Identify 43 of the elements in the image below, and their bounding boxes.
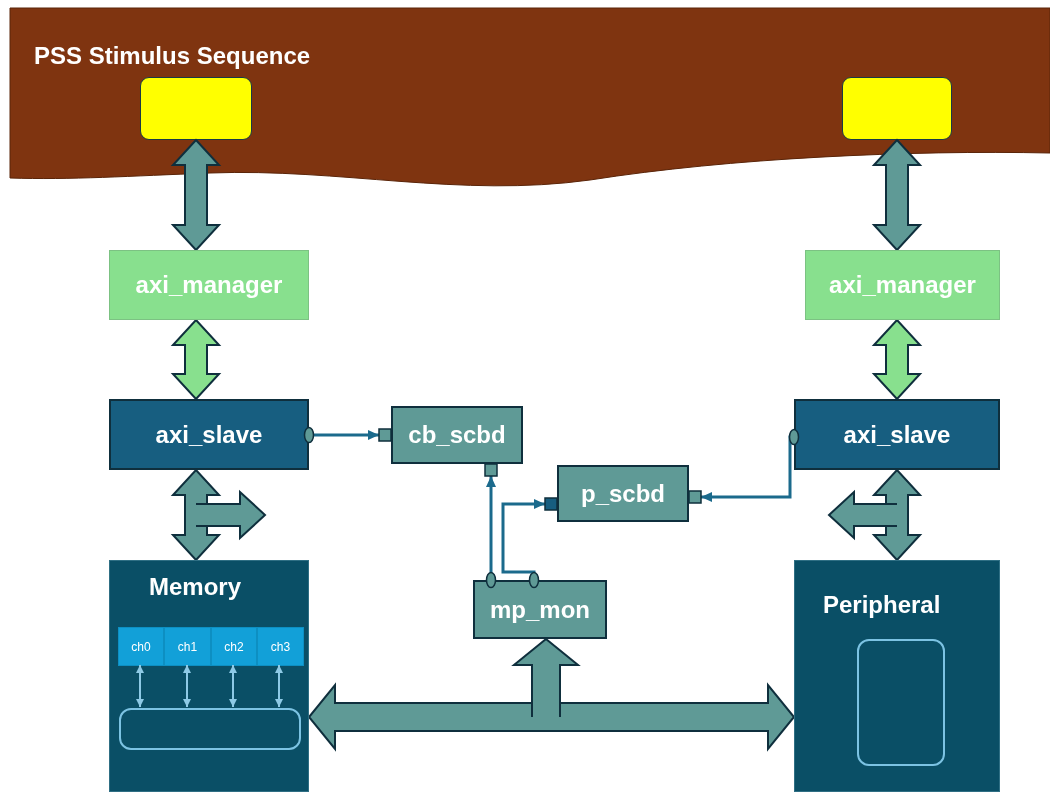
storage-block xyxy=(119,708,301,750)
sequence-block xyxy=(842,77,952,140)
block-arrow xyxy=(871,318,923,401)
channel-label: ch1 xyxy=(177,639,198,654)
component-box xyxy=(557,465,689,522)
component-box xyxy=(794,399,1000,470)
component-box xyxy=(109,399,309,470)
block-arrow xyxy=(871,138,923,252)
subsystem-panel xyxy=(109,560,309,792)
connector-arrow xyxy=(275,664,283,708)
block-arrow xyxy=(307,682,796,752)
block-arrow xyxy=(170,138,222,252)
component-label: axi_manager xyxy=(135,271,283,299)
connector-arrow xyxy=(501,497,558,589)
connector-arrow xyxy=(303,426,392,444)
connector-arrow xyxy=(136,664,144,708)
block-arrow xyxy=(195,489,267,541)
channel-label: ch2 xyxy=(224,639,244,654)
storage-block xyxy=(857,639,945,766)
sequence-block xyxy=(140,77,252,140)
component-label: Memory xyxy=(149,573,242,601)
channel-label: ch0 xyxy=(131,639,151,654)
connector-arrow xyxy=(688,428,800,504)
block-arrow xyxy=(170,318,222,401)
subsystem-panel xyxy=(794,560,1000,792)
component-label: axi_slave xyxy=(843,420,951,449)
component-label: p_scbd xyxy=(581,479,665,508)
component-label: axi_manager xyxy=(829,271,976,299)
component-box xyxy=(391,406,523,464)
component-label: axi_slave xyxy=(155,420,263,449)
sequence-title: PSS Stimulus Sequence xyxy=(34,42,311,70)
connector-arrow xyxy=(484,463,498,589)
channel-label: ch3 xyxy=(270,639,291,654)
component-box xyxy=(109,250,309,320)
component-label: Peripheral xyxy=(823,591,941,619)
component-box xyxy=(473,580,607,639)
block-arrow xyxy=(511,637,581,718)
block-arrow xyxy=(827,489,898,541)
component-label: mp_mon xyxy=(490,595,590,624)
component-label: cb_scbd xyxy=(408,421,506,449)
connector-arrow xyxy=(229,664,237,708)
connector-arrow xyxy=(183,664,191,708)
component-box xyxy=(805,250,1000,320)
